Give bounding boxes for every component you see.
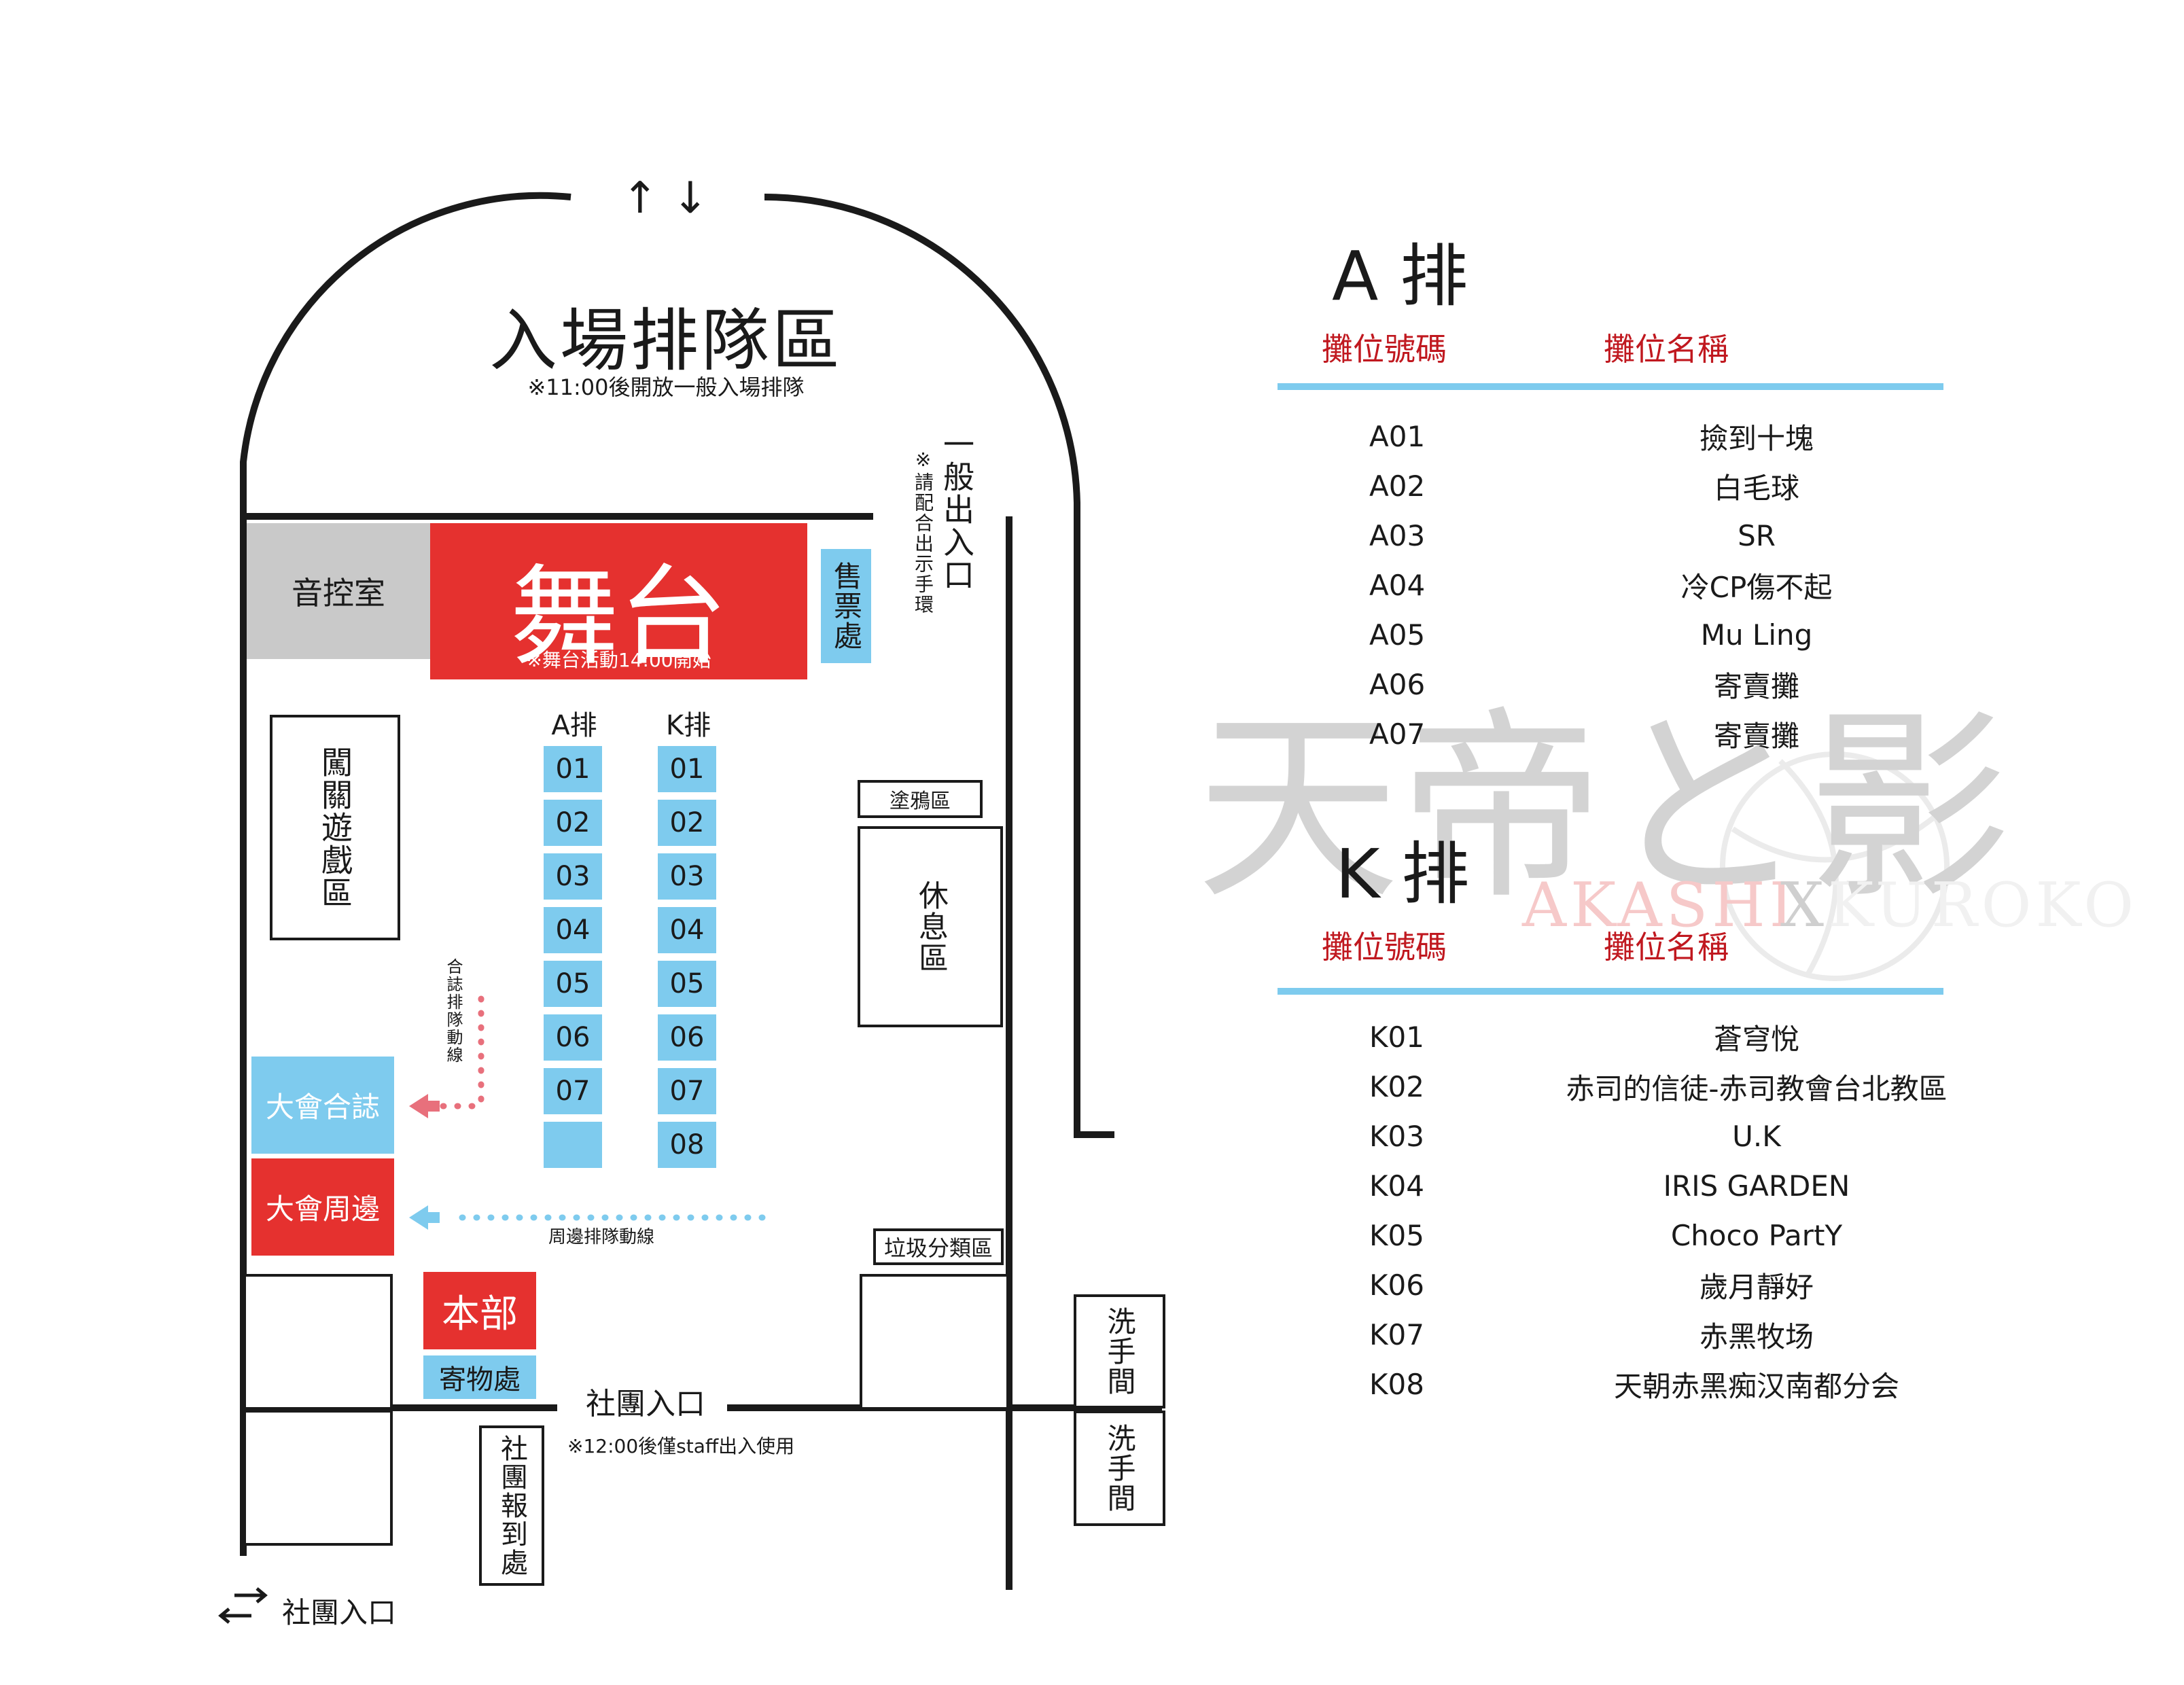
table-a-col-code: 攤位號碼 bbox=[1322, 331, 1447, 368]
restroom-upper-label: 洗手間 bbox=[1103, 1307, 1136, 1396]
game-area: 闖關遊戲區 bbox=[270, 715, 400, 940]
general-exit-label: 一般出入口 bbox=[938, 428, 975, 591]
booth-a-07: 07 bbox=[544, 1068, 602, 1114]
restroom-lower: 洗手間 bbox=[1074, 1411, 1165, 1526]
club-checkin: 社團報到處 bbox=[479, 1425, 544, 1586]
trash-area: 垃圾分類區 bbox=[873, 1228, 1004, 1265]
stage-note: ※舞台活動14:00開始 bbox=[526, 649, 711, 671]
gray-block-left-upper bbox=[243, 1274, 393, 1410]
graffiti-area: 塗鴉區 bbox=[858, 780, 983, 818]
queue-area-note: ※11:00後開放一般入場排隊 bbox=[527, 374, 805, 400]
two-way-arrow-icon bbox=[218, 1587, 268, 1624]
ticket-booth: 售票處 bbox=[821, 549, 871, 663]
anthology-queue-label: 合誌排隊動線 bbox=[444, 958, 463, 1064]
booth-a-blank bbox=[544, 1122, 602, 1168]
table-a-title: A 排 bbox=[1332, 236, 1468, 316]
watermark-script: AKASHI bbox=[1522, 870, 1798, 941]
hq: 本部 bbox=[423, 1272, 536, 1349]
booth-k-08: 08 bbox=[658, 1122, 716, 1168]
club-checkin-label: 社團報到處 bbox=[496, 1434, 527, 1577]
restroom-lower-label: 洗手間 bbox=[1103, 1423, 1136, 1513]
booth-k-06: 06 bbox=[658, 1014, 716, 1061]
restroom-upper: 洗手間 bbox=[1074, 1294, 1165, 1408]
booth-a-05: 05 bbox=[544, 961, 602, 1007]
booth-k-04: 04 bbox=[658, 907, 716, 953]
club-entrance-label: 社團入口 bbox=[586, 1387, 705, 1421]
stage: 舞台 ※舞台活動14:00開始 bbox=[430, 523, 807, 680]
row-a-label: A排 bbox=[551, 710, 597, 741]
stage-title: 舞台 bbox=[510, 553, 728, 680]
booth-k-03: 03 bbox=[658, 853, 716, 900]
watermark: 天帝と影 AKASHI X KUROKO bbox=[1196, 611, 2147, 1223]
merch-booth: 大會周邊 bbox=[251, 1158, 394, 1256]
booth-a-02: 02 bbox=[544, 800, 602, 846]
booth-k-01: 01 bbox=[658, 746, 716, 792]
booth-a-01: 01 bbox=[544, 746, 602, 792]
row-k-label: K排 bbox=[665, 710, 711, 741]
watermark-x: X bbox=[1780, 870, 1825, 941]
table-a-divider bbox=[1278, 383, 1943, 390]
bottom-club-entrance-label: 社團入口 bbox=[282, 1596, 397, 1629]
table-k-title: K 排 bbox=[1335, 834, 1470, 914]
storage: 寄物處 bbox=[423, 1355, 536, 1399]
rest-area: 休息區 bbox=[858, 826, 1003, 1027]
general-exit-note: ※請配合出示手環 bbox=[912, 448, 934, 615]
basketball-watermark-icon bbox=[1720, 751, 1950, 981]
booth-k-07: 07 bbox=[658, 1068, 716, 1114]
booth-a-03: 03 bbox=[544, 853, 602, 900]
table-k-col-name: 攤位名稱 bbox=[1604, 929, 1729, 965]
game-area-label: 闖關遊戲區 bbox=[317, 746, 353, 909]
booth-a-06: 06 bbox=[544, 1014, 602, 1061]
anthology-booth: 大會合誌 bbox=[251, 1057, 394, 1154]
watermark-script-2: KUROKO bbox=[1828, 870, 2138, 941]
gray-block-right bbox=[860, 1274, 1009, 1410]
sound-room: 音控室 bbox=[247, 523, 430, 659]
club-entrance-note: ※12:00後僅staff出入使用 bbox=[567, 1435, 795, 1457]
gray-block-left-lower bbox=[243, 1410, 393, 1546]
booth-k-02: 02 bbox=[658, 800, 716, 846]
booth-k-05: 05 bbox=[658, 961, 716, 1007]
booth-a-04: 04 bbox=[544, 907, 602, 953]
queue-area-title: 入場排隊區 bbox=[489, 301, 843, 380]
table-k-divider bbox=[1278, 988, 1943, 995]
rest-area-label: 休息區 bbox=[913, 880, 948, 974]
table-a-col-name: 攤位名稱 bbox=[1604, 331, 1729, 368]
entry-arrows-icon: ↑ ↓ bbox=[622, 173, 709, 224]
merch-queue-label: 周邊排隊動線 bbox=[548, 1227, 654, 1247]
table-k-col-code: 攤位號碼 bbox=[1322, 929, 1447, 965]
watermark-big-text: 天帝と影 bbox=[1196, 690, 2011, 927]
